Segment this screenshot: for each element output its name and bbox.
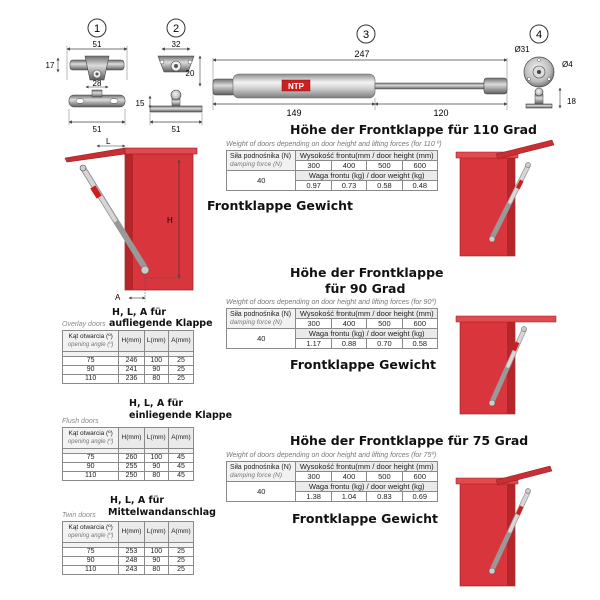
part-4-disc: Ø31 Ø4 18 bbox=[514, 45, 576, 109]
hla-flush-doortype: Flush doors bbox=[62, 418, 99, 425]
section-75-subhead: Weight of doors depending on door height… bbox=[226, 452, 437, 459]
section-110-weight-label: Frontklappe Gewicht bbox=[207, 198, 353, 213]
force-table-90: Siła podnośnika (N)damping force (N) Wys… bbox=[225, 308, 439, 349]
svg-text:149: 149 bbox=[286, 108, 301, 118]
svg-text:L: L bbox=[106, 138, 111, 146]
svg-text:Ø31: Ø31 bbox=[514, 45, 530, 54]
svg-text:32: 32 bbox=[172, 40, 181, 49]
section-75-heading: Höhe der Frontklappe für 75 Grad bbox=[290, 433, 529, 448]
svg-text:28: 28 bbox=[93, 79, 102, 88]
section-90-heading-line2: für 90 Grad bbox=[325, 281, 406, 296]
svg-text:1: 1 bbox=[94, 23, 100, 35]
part-2-bracket: 32 20 15 51 bbox=[136, 40, 203, 134]
hla-flush-title1: H, L, A für bbox=[129, 398, 184, 409]
section-110-subhead: Weight of doors depending on door height… bbox=[226, 141, 442, 148]
force-table-75: Siła podnośnika (N)damping force (N) Wys… bbox=[225, 461, 439, 502]
hla-twin-title2: Mittelwandanschlag bbox=[108, 507, 216, 518]
hla-flush-title2: einliegende Klappe bbox=[129, 410, 233, 421]
svg-text:18: 18 bbox=[567, 97, 576, 106]
svg-text:Ø4: Ø4 bbox=[562, 60, 573, 69]
badge-3: 3 bbox=[356, 24, 376, 44]
force-table-110: Siła podnośnika (N)damping force (N) Wys… bbox=[225, 150, 439, 191]
left-door-diagram: L H A bbox=[64, 138, 198, 302]
section-90-heading-line1: Höhe der Frontklappe bbox=[290, 265, 444, 280]
badge-2: 2 bbox=[166, 18, 186, 38]
svg-text:H: H bbox=[167, 216, 173, 225]
svg-text:3: 3 bbox=[363, 29, 369, 41]
svg-text:51: 51 bbox=[172, 125, 181, 134]
hla-table-overlay: Kąt otwarcia (º)opening angle (º) H(mm)L… bbox=[61, 330, 195, 384]
section-90-subhead: Weight of doors depending on door height… bbox=[226, 299, 437, 306]
svg-text:51: 51 bbox=[93, 125, 102, 134]
part-3-gas-spring: 247 NTP 149 120 bbox=[212, 49, 508, 118]
door-illustration-90 bbox=[455, 315, 557, 415]
section-75-weight-label: Frontklappe Gewicht bbox=[292, 511, 438, 526]
badge-4: 4 bbox=[529, 24, 549, 44]
hla-table-flush: Kąt otwarcia (º)opening angle (º) H(mm)L… bbox=[61, 427, 195, 481]
top-technical-drawing: 1 2 3 4 51 17 28 51 bbox=[46, 18, 576, 134]
badge-1: 1 bbox=[87, 18, 107, 38]
hla-twin-doortype: Twin doors bbox=[62, 512, 96, 519]
svg-text:20: 20 bbox=[186, 69, 195, 78]
hla-overlay-title1: H, L, A für bbox=[112, 307, 167, 318]
svg-text:17: 17 bbox=[46, 61, 55, 70]
door-illustration-110 bbox=[455, 139, 555, 257]
section-90-weight-label: Frontklappe Gewicht bbox=[290, 357, 436, 372]
svg-text:51: 51 bbox=[93, 40, 102, 49]
svg-text:A: A bbox=[115, 293, 121, 302]
section-110-heading: Höhe der Frontklappe für 110 Grad bbox=[290, 122, 537, 137]
svg-text:2: 2 bbox=[173, 23, 179, 35]
svg-text:4: 4 bbox=[536, 29, 542, 41]
hla-overlay-doortype: Overlay doors bbox=[62, 321, 106, 328]
svg-text:247: 247 bbox=[354, 49, 369, 59]
door-illustration-75 bbox=[455, 465, 553, 587]
hla-overlay-title2: aufliegende Klappe bbox=[109, 318, 213, 329]
hla-table-twin: Kąt otwarcia (º)opening angle (º) H(mm)L… bbox=[61, 521, 195, 575]
svg-text:15: 15 bbox=[136, 99, 145, 108]
part-1-bracket: 51 17 28 51 bbox=[46, 40, 128, 134]
svg-text:120: 120 bbox=[433, 108, 448, 118]
hla-twin-title1: H, L, A für bbox=[110, 495, 165, 506]
svg-text:NTP: NTP bbox=[288, 82, 305, 91]
